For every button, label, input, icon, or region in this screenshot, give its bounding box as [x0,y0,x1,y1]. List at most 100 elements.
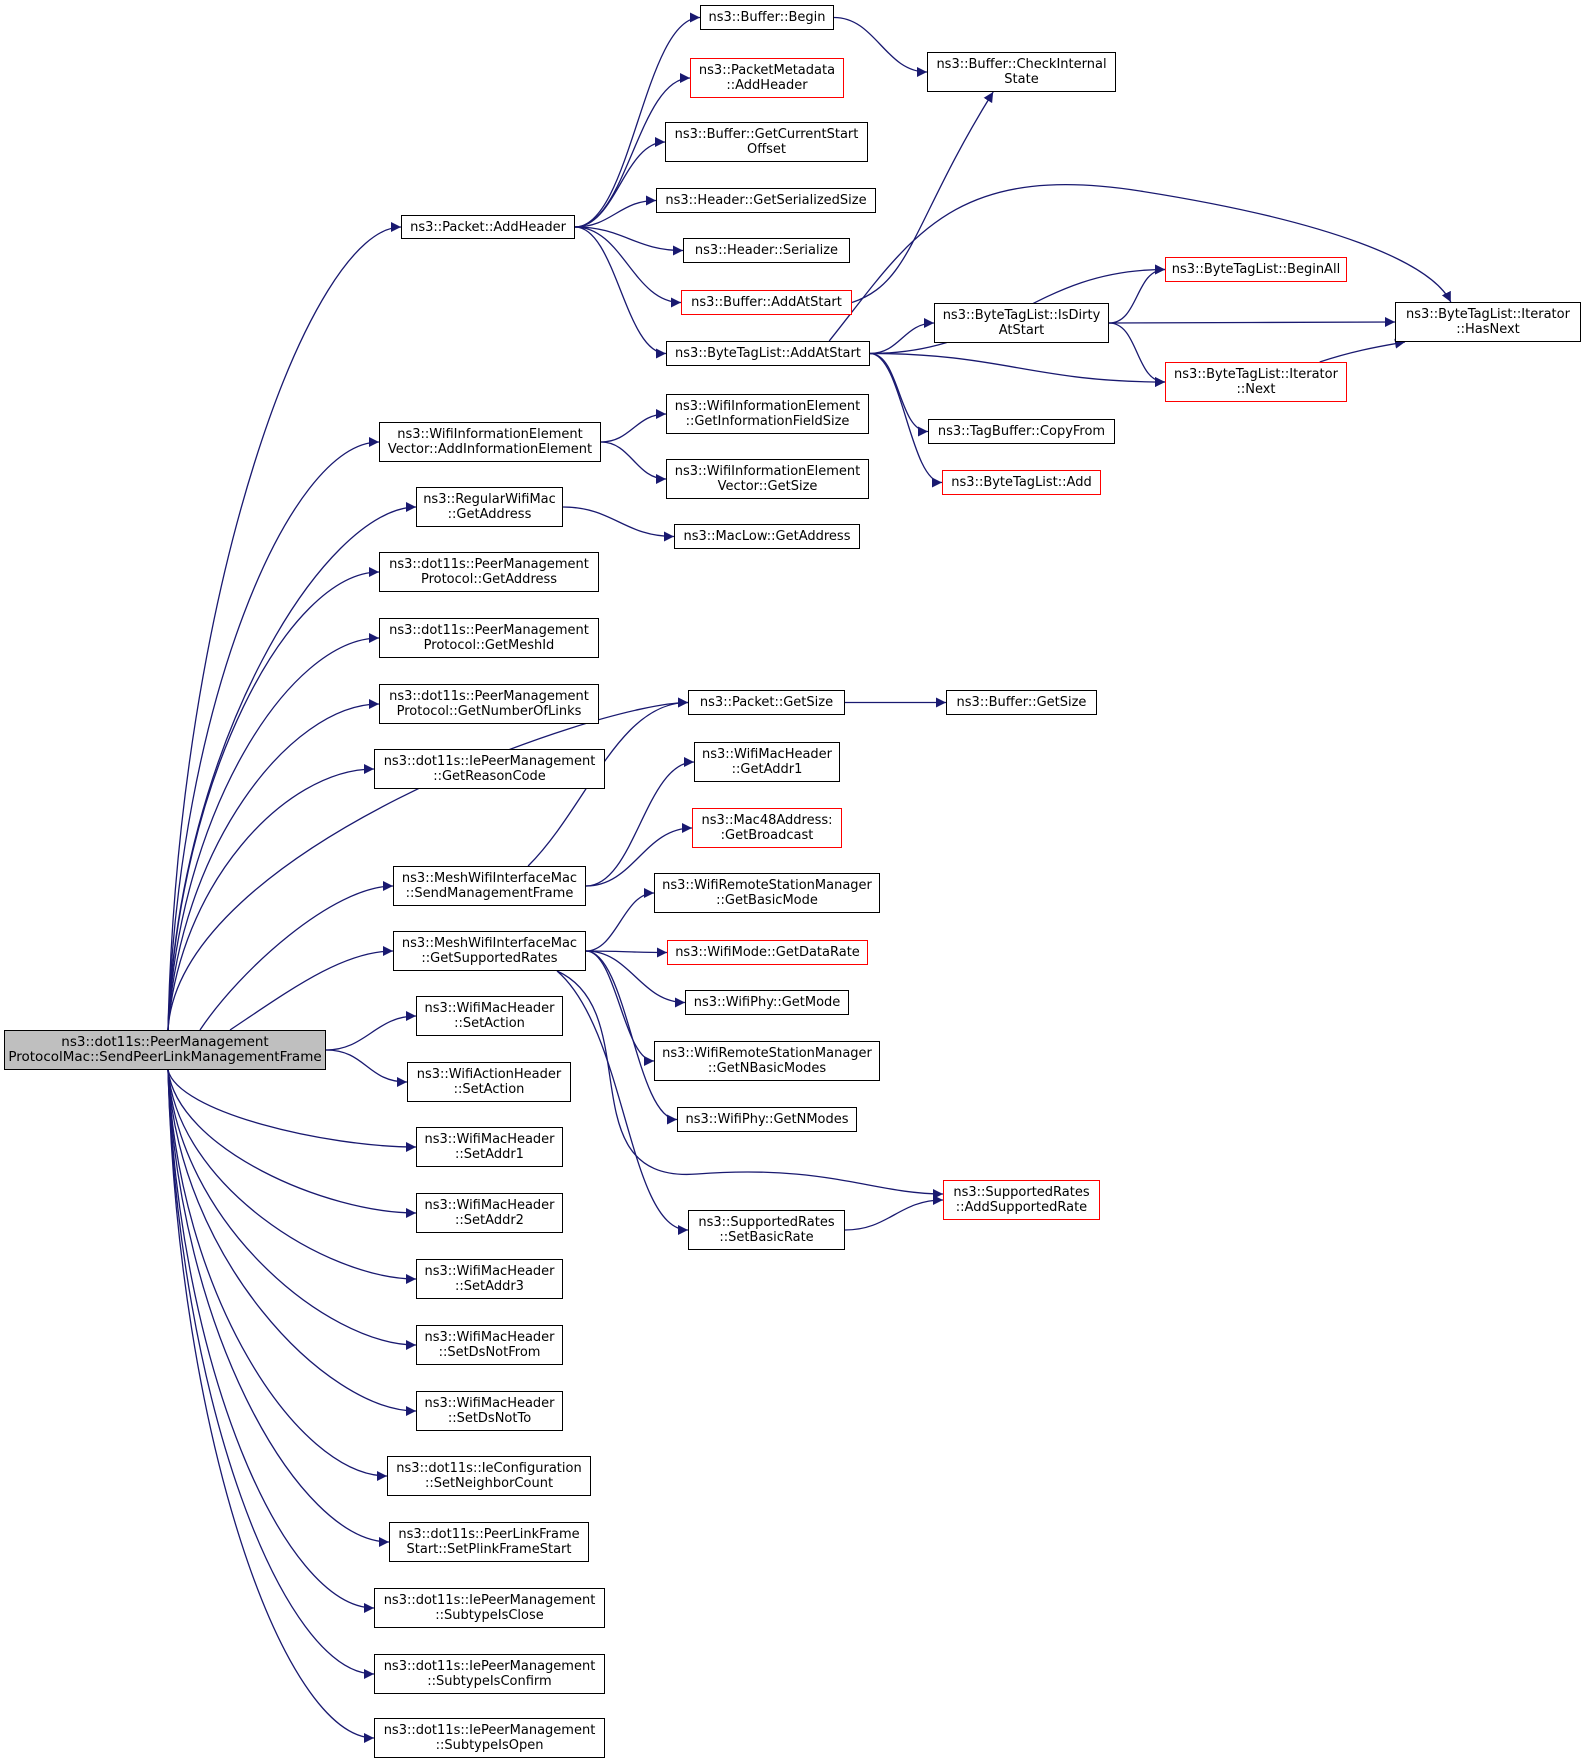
edge-root-to-pkt-addheader [167,222,402,1031]
node-wmh-setaddr3[interactable]: ns3::WifiMacHeader::SetAddr3 [416,1259,563,1299]
node-hdr-serialize[interactable]: ns3::Header::Serialize [683,238,850,263]
node-btl-addatstart[interactable]: ns3::ByteTagList::AddAtStart [666,341,870,366]
node-mwim-sendmgmt[interactable]: ns3::MeshWifiInterfaceMac::SendManagemen… [393,866,586,906]
node-label-line: ::SetAddr3 [455,1279,524,1294]
node-label-line: ::GetInformationFieldSize [685,414,850,429]
edge-wiev-addie-to-wiev-getsize [600,441,667,484]
node-pm-addheader[interactable]: ns3::PacketMetadata::AddHeader [690,58,844,98]
node-label-line: ns3::MacLow::GetAddress [683,529,851,544]
node-wmh-setaction[interactable]: ns3::WifiMacHeader::SetAction [416,996,563,1036]
node-label-line: ns3::Header::Serialize [694,243,839,258]
node-label-line: ns3::PacketMetadata [698,63,836,78]
edge-root-to-wmh-setaddr3 [167,1069,417,1284]
node-rwm-getaddress[interactable]: ns3::RegularWifiMac::GetAddress [416,487,563,527]
node-wmh-setdsnotto[interactable]: ns3::WifiMacHeader::SetDsNotTo [416,1391,563,1431]
node-label-line: ::GetAddr1 [731,762,803,777]
node-label-line: ns3::WifiMacHeader [424,1396,555,1411]
node-iepm-isopen[interactable]: ns3::dot11s::IePeerManagement::SubtypeIs… [374,1718,605,1758]
node-tagbuf-copyfrom[interactable]: ns3::TagBuffer::CopyFrom [928,419,1115,444]
edge-pkt-addheader-to-buf-getcurstart [574,137,666,228]
edge-root-to-wmh-setaction [325,1011,417,1051]
node-label-line: ns3::dot11s::PeerManagement [389,689,589,704]
edge-mwim-getrates-to-wphy-getmode [585,950,686,1008]
edge-mwim-sendmgmt-to-mac48-getbcast [585,823,693,887]
node-label-line: ns3::Packet::AddHeader [410,219,566,235]
node-wmh-setdsnotfrom[interactable]: ns3::WifiMacHeader::SetDsNotFrom [416,1325,563,1365]
edge-root-to-iepm-getreason [167,764,375,1031]
node-buf-getsize[interactable]: ns3::Buffer::GetSize [946,690,1097,715]
node-label-line: ns3::WifiRemoteStationManager [662,1046,872,1061]
node-label-line: ns3::ByteTagList::Iterator [1406,307,1570,322]
node-label-line: ns3::WifiInformationElement [674,399,861,414]
node-btl-add[interactable]: ns3::ByteTagList::Add [942,470,1101,495]
node-wmh-getaddr1[interactable]: ns3::WifiMacHeader::GetAddr1 [694,742,840,782]
node-label-line: ns3::Buffer::CheckInternal [936,57,1107,72]
node-label-line: ProtocolMac::SendPeerLinkManagementFrame [8,1049,322,1065]
node-label-line: ::GetBasicMode [716,893,818,908]
node-wie-getinfosize[interactable]: ns3::WifiInformationElement::GetInformat… [666,394,869,434]
node-wmode-getdatarate[interactable]: ns3::WifiMode::GetDataRate [667,940,868,965]
edge-root-to-mwim-sendmgmt [199,881,394,1031]
edge-root-to-pmp-getmeshid [167,633,380,1031]
node-label-line: Protocol::GetAddress [420,572,558,587]
node-label-line: ns3::WifiPhy::GetMode [693,995,841,1010]
edge-pkt-addheader-to-buf-begin [574,12,701,228]
node-mac48-getbcast[interactable]: ns3::Mac48Address::GetBroadcast [692,808,842,848]
node-wmh-setaddr2[interactable]: ns3::WifiMacHeader::SetAddr2 [416,1193,563,1233]
node-wrsm-getbasicmode[interactable]: ns3::WifiRemoteStationManager::GetBasicM… [654,873,880,913]
node-hdr-getsersize[interactable]: ns3::Header::GetSerializedSize [656,188,876,213]
node-buf-begin[interactable]: ns3::Buffer::Begin [700,5,834,30]
node-wah-setaction[interactable]: ns3::WifiActionHeader::SetAction [407,1062,571,1102]
node-btl-beginall[interactable]: ns3::ByteTagList::BeginAll [1165,257,1347,282]
node-pkt-addheader[interactable]: ns3::Packet::AddHeader [401,215,575,239]
node-label-line: ::GetReasonCode [433,769,546,784]
node-label-line: ns3::dot11s::IePeerManagement [383,1659,596,1674]
edge-pkt-addheader-to-hdr-getsersize [574,195,657,228]
node-buf-addatstart[interactable]: ns3::Buffer::AddAtStart [681,290,852,315]
node-iepm-isconfirm[interactable]: ns3::dot11s::IePeerManagement::SubtypeIs… [374,1654,605,1694]
node-iepm-getreason[interactable]: ns3::dot11s::IePeerManagement::GetReason… [374,749,605,789]
node-maclow-getaddress[interactable]: ns3::MacLow::GetAddress [674,524,860,549]
node-label-line: ::AddHeader [726,78,808,93]
edge-root-to-pmp-getaddress [167,567,380,1031]
node-label-line: ns3::ByteTagList::IsDirty [942,308,1101,323]
node-iecfg-setneighbor[interactable]: ns3::dot11s::IeConfiguration::SetNeighbo… [387,1456,591,1496]
node-label-line: ns3::dot11s::PeerManagement [389,623,589,638]
edge-btl-addatstart-to-btl-isdirty [869,318,935,355]
node-label-line: ns3::WifiPhy::GetNModes [685,1112,849,1127]
node-label-line: ::SendManagementFrame [405,886,574,901]
node-iepm-isclose[interactable]: ns3::dot11s::IePeerManagement::SubtypeIs… [374,1588,605,1628]
node-wphy-getnmodes[interactable]: ns3::WifiPhy::GetNModes [677,1107,857,1132]
node-sr-addrate[interactable]: ns3::SupportedRates::AddSupportedRate [943,1180,1100,1220]
node-wphy-getmode[interactable]: ns3::WifiPhy::GetMode [685,990,849,1015]
edge-root-to-mwim-getrates [229,946,394,1031]
node-btl-it-next[interactable]: ns3::ByteTagList::Iterator::Next [1165,362,1347,402]
node-label-line: ::HasNext [1456,322,1520,337]
edge-wiev-addie-to-wie-getinfosize [600,409,667,443]
node-btl-it-hasnext[interactable]: ns3::ByteTagList::Iterator::HasNext [1395,302,1581,342]
node-wrsm-getnbasic[interactable]: ns3::WifiRemoteStationManager::GetNBasic… [654,1041,880,1081]
node-label-line: Vector::GetSize [717,479,818,494]
node-label-line: ns3::MeshWifiInterfaceMac [401,871,578,886]
node-label-line: ns3::Packet::GetSize [699,695,834,710]
node-label-line: ns3::WifiMacHeader [424,1198,555,1213]
node-pkt-getsize[interactable]: ns3::Packet::GetSize [688,690,845,715]
node-label-line: ns3::WifiInformationElement [397,427,583,442]
edge-root-to-wiev-addie [167,437,380,1031]
node-mwim-getrates[interactable]: ns3::MeshWifiInterfaceMac::GetSupportedR… [393,931,586,971]
node-label-line: State [1004,72,1039,87]
node-wmh-setaddr1[interactable]: ns3::WifiMacHeader::SetAddr1 [416,1127,563,1167]
node-sr-setbasic[interactable]: ns3::SupportedRates::SetBasicRate [688,1210,845,1250]
node-label-line: ns3::WifiMacHeader [424,1264,555,1279]
